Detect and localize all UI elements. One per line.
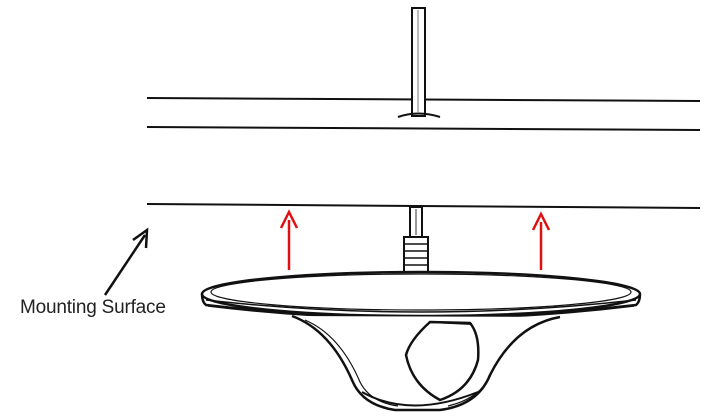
mounting-surface-label: Mounting Surface [20,297,166,318]
black-arrow-icon [103,227,149,296]
antenna-puck [200,270,642,412]
mounting-surface-line [146,203,701,209]
red-arrow-up-icon [279,209,299,270]
red-arrow-up-icon [531,211,551,270]
mast-pole [397,7,441,118]
